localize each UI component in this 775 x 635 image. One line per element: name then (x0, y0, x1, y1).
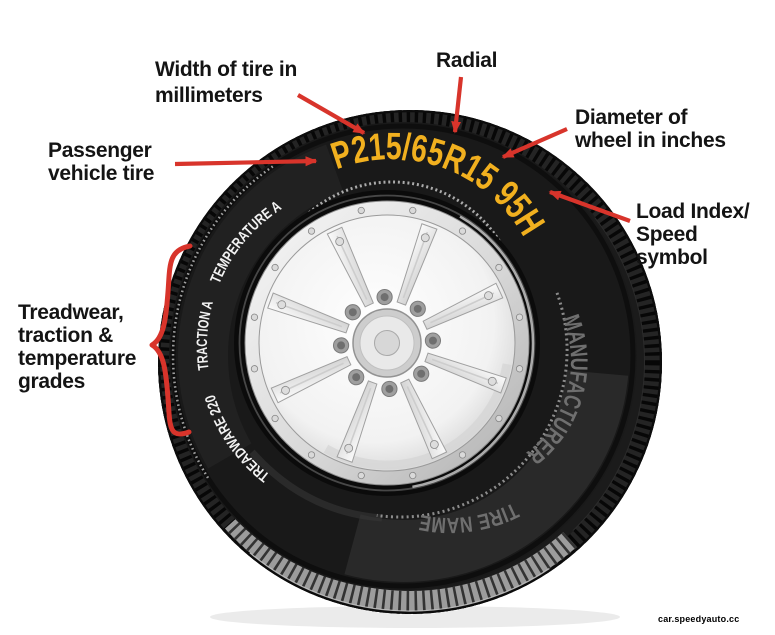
tire-graphic: P215/65R15 95H TREADWARE 220 TRACTION A … (157, 109, 663, 628)
wheel-hub (352, 308, 422, 378)
label-line: wheel in inches (575, 129, 726, 152)
label-line: Width of tire in (155, 58, 297, 81)
arrow-diameter (501, 127, 568, 159)
label-line: Diameter of (575, 106, 688, 129)
annotation-arrows (174, 76, 631, 223)
label-line: Speed (636, 223, 698, 246)
label-line: Treadwear, (18, 301, 124, 324)
tire-outline (158, 110, 662, 614)
label-line: Radial (436, 49, 498, 72)
label-line: symbol (636, 246, 708, 269)
label-passenger: Passenger vehicle tire (48, 139, 154, 185)
wheel-rim (234, 190, 540, 496)
label-line: vehicle tire (48, 162, 155, 185)
label-width-of-tire: Width of tire in millimeters (155, 57, 297, 109)
watermark: car.speedyauto.cc (658, 614, 740, 624)
label-line: traction & (18, 324, 114, 347)
label-grades: Treadwear, traction & temperature grades (18, 301, 136, 393)
arrow-load-index (548, 190, 631, 223)
label-radial: Radial (436, 49, 498, 72)
tire-shadow (210, 606, 620, 628)
arrow-passenger (174, 156, 318, 167)
label-line: grades (18, 370, 86, 393)
label-line: Passenger (48, 139, 152, 162)
label-line: millimeters (155, 84, 263, 107)
label-diameter: Diameter of wheel in inches (575, 106, 726, 152)
label-load-index: Load Index/ Speed symbol (636, 200, 750, 269)
label-line: Load Index/ (636, 200, 750, 223)
arrow-radial (451, 76, 464, 134)
label-line: temperature (18, 347, 137, 370)
grades-brace (149, 243, 193, 437)
arrow-width-of-tire (296, 93, 366, 135)
